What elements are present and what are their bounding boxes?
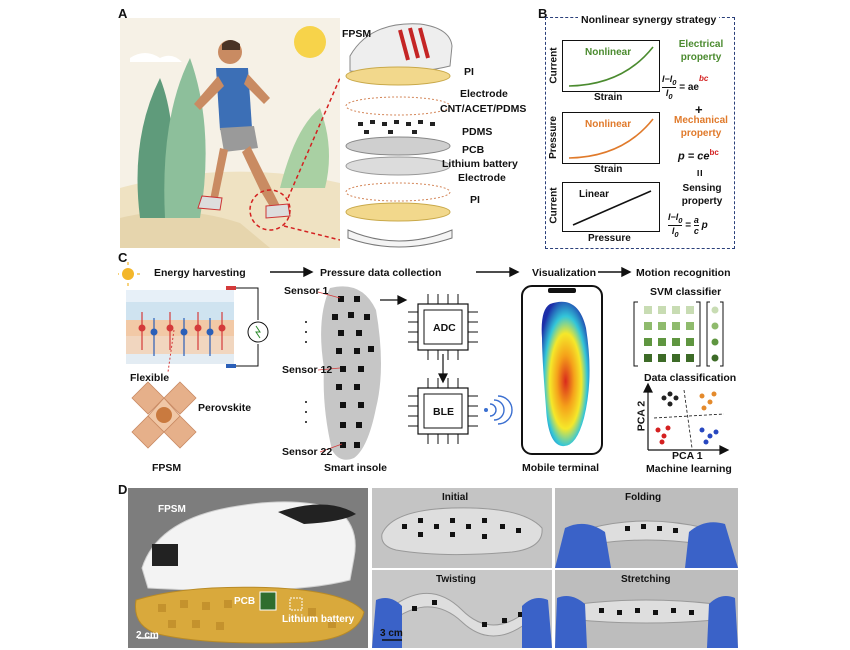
photo-twisting: Twisting 3 cm: [372, 570, 552, 648]
sensor-22-label: Sensor 22: [282, 446, 333, 458]
sensing-property-label: Sensing property: [681, 183, 723, 207]
panel-c-graphics: [118, 262, 730, 460]
perovskite-label: Perovskite: [198, 402, 252, 414]
mechanical-property-label: Mechanical property: [674, 115, 728, 139]
svm-classifier-label: SVM classifier: [650, 286, 722, 298]
plot3-curve-label: Linear: [579, 189, 610, 200]
plot-current-strain: Nonlinear: [562, 40, 660, 92]
layer-label-cnt: CNT/ACET/PDMS: [440, 103, 527, 115]
fpsm-c-label: FPSM: [152, 462, 182, 474]
panel-letter-c: C: [118, 250, 128, 265]
panel-letter-d: D: [118, 482, 128, 497]
smart-insole-label: Smart insole: [324, 462, 388, 474]
equals-sign: =: [692, 169, 707, 177]
ble-chip-label: BLE: [433, 406, 454, 418]
plot1-xlabel: Strain: [594, 92, 623, 103]
layer-label-electrode-bottom: Electrode: [458, 172, 506, 184]
plus-sign: +: [695, 102, 703, 117]
plot-pressure-strain: Nonlinear: [562, 112, 660, 164]
layer-label-battery: Lithium battery: [442, 158, 518, 170]
equation-electrical: I−I0 I0 = aebc: [662, 74, 709, 101]
plot2-xlabel: Strain: [594, 164, 623, 175]
data-classification-label: Data classification: [644, 372, 737, 384]
header-pressure-data: Pressure data collection: [320, 267, 442, 279]
scale-bar-2cm: 2 cm: [136, 630, 159, 641]
panel-letter-b: B: [538, 6, 548, 21]
sensor-12-label: Sensor 12: [282, 364, 333, 376]
plot2-ylabel: Pressure: [547, 116, 559, 159]
layer-label-pdms: PDMS: [462, 126, 493, 138]
layer-label-pcb: PCB: [462, 144, 485, 156]
pca2-label: PCA 2: [635, 400, 648, 432]
plot1-curve-label: Nonlinear: [585, 47, 632, 58]
layer-label-pi-bottom: PI: [470, 194, 480, 206]
layer-label-electrode-top: Electrode: [460, 88, 508, 100]
state-initial-label: Initial: [442, 492, 469, 503]
header-visualization: Visualization: [532, 267, 596, 279]
plot-current-pressure: Linear: [562, 182, 660, 232]
pca1-label: PCA 1: [672, 450, 703, 462]
photo-stretching: Stretching: [555, 570, 738, 648]
fpsm-photo-label: FPSM: [158, 504, 186, 515]
equation-sensing: I−I0 I0 = a c p: [668, 212, 708, 239]
mobile-terminal-label: Mobile terminal: [522, 462, 600, 474]
flexible-label: Flexible: [130, 372, 170, 384]
plot3-ylabel: Current: [548, 187, 560, 224]
plot1-ylabel: Current: [548, 47, 560, 84]
plot3-xlabel: Pressure: [588, 233, 631, 244]
state-folding-label: Folding: [625, 492, 662, 503]
panel-letter-a: A: [118, 6, 128, 21]
layer-label-fpsm: FPSM: [342, 28, 372, 40]
runner-illustration: [120, 18, 340, 248]
state-stretching-label: Stretching: [621, 574, 671, 585]
adc-chip-label: ADC: [433, 322, 456, 334]
header-energy-harvesting: Energy harvesting: [154, 267, 246, 279]
pcb-photo-label: PCB: [234, 596, 256, 607]
header-motion-recognition: Motion recognition: [636, 267, 731, 279]
photo-initial: Initial: [372, 488, 552, 568]
layer-label-pi-top: PI: [464, 66, 474, 78]
synergy-title: Nonlinear synergy strategy: [578, 14, 720, 26]
electrical-property-label: Electrical property: [678, 39, 724, 63]
layer-stack-diagram: [345, 23, 453, 248]
equation-mechanical: p = cebc: [678, 148, 719, 163]
battery-photo-label: Lithium battery: [282, 614, 355, 625]
machine-learning-label: Machine learning: [646, 463, 732, 475]
shoe-photo: FPSM PCB Lithium battery 2 cm: [128, 488, 368, 648]
photo-folding: Folding: [555, 488, 738, 568]
state-twisting-label: Twisting: [436, 574, 476, 585]
scale-bar-3cm: 3 cm: [380, 628, 403, 639]
plot2-curve-label: Nonlinear: [585, 119, 632, 130]
sensor-1-label: Sensor 1: [284, 285, 329, 297]
